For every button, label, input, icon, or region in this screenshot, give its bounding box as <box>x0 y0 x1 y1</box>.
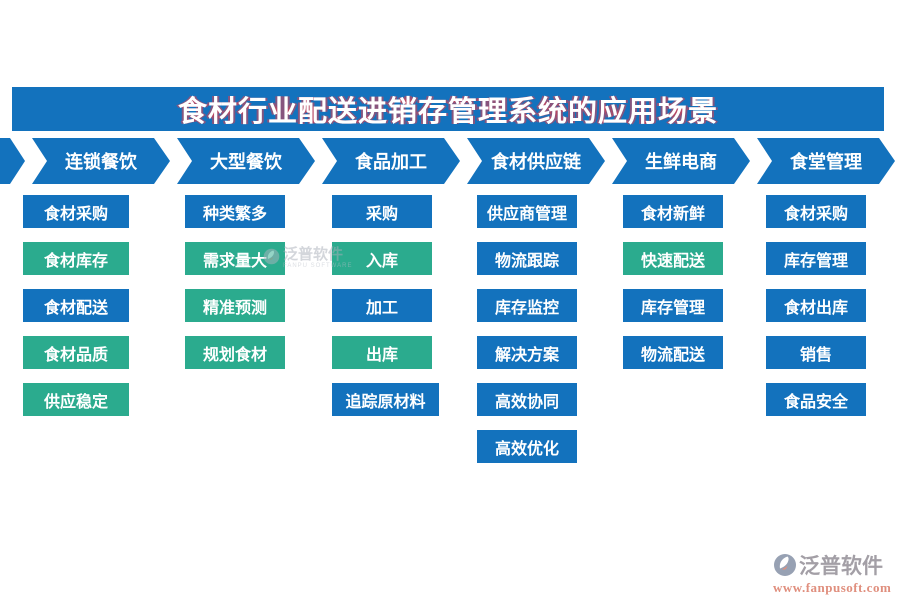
ribbon-segment-3: 食品加工 <box>322 138 460 184</box>
feature-box-label: 供应稳定 <box>43 393 108 411</box>
feature-box-label: 食材采购 <box>783 205 848 223</box>
feature-box-label: 销售 <box>799 346 832 364</box>
ribbon-segment-label: 食品加工 <box>355 152 427 172</box>
feature-box: 供应商管理 <box>477 195 577 228</box>
page-title: 食材行业配送进销存管理系统的应用场景 <box>177 96 718 128</box>
feature-box-label: 食品安全 <box>783 393 848 411</box>
feature-box: 出库 <box>332 336 432 369</box>
watermark-url: www.fanpusoft.com <box>773 580 892 595</box>
feature-box-label: 食材配送 <box>43 299 108 317</box>
ribbon-segment-5: 生鲜电商 <box>612 138 750 184</box>
feature-box-label: 需求量大 <box>202 252 267 270</box>
ribbon-segment-label: 连锁餐饮 <box>65 152 137 172</box>
feature-box: 解决方案 <box>477 336 577 369</box>
feature-box: 规划食材 <box>185 336 285 369</box>
feature-box-label: 解决方案 <box>494 346 559 364</box>
feature-box-label: 食材出库 <box>783 299 848 317</box>
feature-box: 需求量大 <box>185 242 285 275</box>
process-ribbon: 连锁餐饮 大型餐饮 食品加工 食材供应链 生鲜电商 食堂管理 <box>0 138 900 184</box>
feature-box-label: 加工 <box>365 299 398 317</box>
feature-box: 食材库存 <box>23 242 129 275</box>
feature-box: 物流配送 <box>623 336 723 369</box>
ribbon-segment-4: 食材供应链 <box>467 138 605 184</box>
feature-box: 加工 <box>332 289 432 322</box>
fanpu-logo-icon <box>774 554 796 576</box>
column-2: 种类繁多需求量大精准预测规划食材 <box>185 195 285 383</box>
ribbon-segment-label: 生鲜电商 <box>645 152 717 172</box>
feature-box: 种类繁多 <box>185 195 285 228</box>
feature-box-label: 规划食材 <box>202 346 267 364</box>
feature-box-label: 物流跟踪 <box>494 252 559 270</box>
feature-box: 高效协同 <box>477 383 577 416</box>
chevron-icon <box>0 138 25 184</box>
feature-box: 销售 <box>766 336 866 369</box>
feature-box: 食材新鲜 <box>623 195 723 228</box>
column-1: 食材采购食材库存食材配送食材品质供应稳定 <box>23 195 129 430</box>
feature-box: 物流跟踪 <box>477 242 577 275</box>
feature-box-label: 食材采购 <box>43 205 108 223</box>
feature-box-label: 食材库存 <box>43 252 108 270</box>
feature-box-label: 精准预测 <box>202 299 267 317</box>
ribbon-segment-label: 大型餐饮 <box>210 152 282 172</box>
feature-box-label: 追踪原材料 <box>345 393 426 411</box>
feature-box: 食品安全 <box>766 383 866 416</box>
feature-box-label: 供应商管理 <box>486 205 567 223</box>
feature-box: 高效优化 <box>477 430 577 463</box>
feature-box: 快速配送 <box>623 242 723 275</box>
feature-box: 食材出库 <box>766 289 866 322</box>
ribbon-segment-label: 食材供应链 <box>491 152 581 172</box>
feature-box: 食材采购 <box>23 195 129 228</box>
feature-box: 追踪原材料 <box>332 383 439 416</box>
feature-box: 入库 <box>332 242 432 275</box>
title-bar: 食材行业配送进销存管理系统的应用场景 <box>12 87 884 131</box>
feature-box-label: 食材品质 <box>43 346 108 364</box>
feature-box: 库存管理 <box>766 242 866 275</box>
feature-box-label: 出库 <box>365 346 398 364</box>
feature-box-label: 物流配送 <box>640 346 705 364</box>
feature-box: 食材品质 <box>23 336 129 369</box>
feature-box-label: 库存监控 <box>494 299 559 317</box>
footer-watermark: 泛普软件 www.fanpusoft.com <box>773 550 891 596</box>
ribbon-segment-label: 食堂管理 <box>790 152 862 172</box>
feature-box: 供应稳定 <box>23 383 129 416</box>
column-5: 食材新鲜快速配送库存管理物流配送 <box>623 195 723 383</box>
ribbon-segment-2: 大型餐饮 <box>177 138 315 184</box>
feature-box-label: 种类繁多 <box>202 205 267 223</box>
ribbon-segment-6: 食堂管理 <box>757 138 895 184</box>
feature-box-label: 高效优化 <box>494 440 559 458</box>
feature-box: 库存管理 <box>623 289 723 322</box>
column-3: 采购入库加工出库追踪原材料 <box>332 195 439 430</box>
feature-box-label: 快速配送 <box>640 252 705 270</box>
feature-box: 精准预测 <box>185 289 285 322</box>
feature-box-label: 高效协同 <box>494 393 559 411</box>
watermark-brand: 泛普软件 <box>799 555 883 578</box>
column-4: 供应商管理物流跟踪库存监控解决方案高效协同高效优化 <box>477 195 577 477</box>
feature-box-label: 库存管理 <box>783 252 848 270</box>
feature-box-label: 采购 <box>365 205 398 223</box>
feature-box-label: 入库 <box>365 252 398 270</box>
feature-box: 采购 <box>332 195 432 228</box>
column-6: 食材采购库存管理食材出库销售食品安全 <box>766 195 866 430</box>
feature-box: 食材配送 <box>23 289 129 322</box>
ribbon-segment-1: 连锁餐饮 <box>32 138 170 184</box>
feature-box: 食材采购 <box>766 195 866 228</box>
feature-box-label: 食材新鲜 <box>640 205 705 223</box>
feature-box: 库存监控 <box>477 289 577 322</box>
feature-box-label: 库存管理 <box>640 299 705 317</box>
